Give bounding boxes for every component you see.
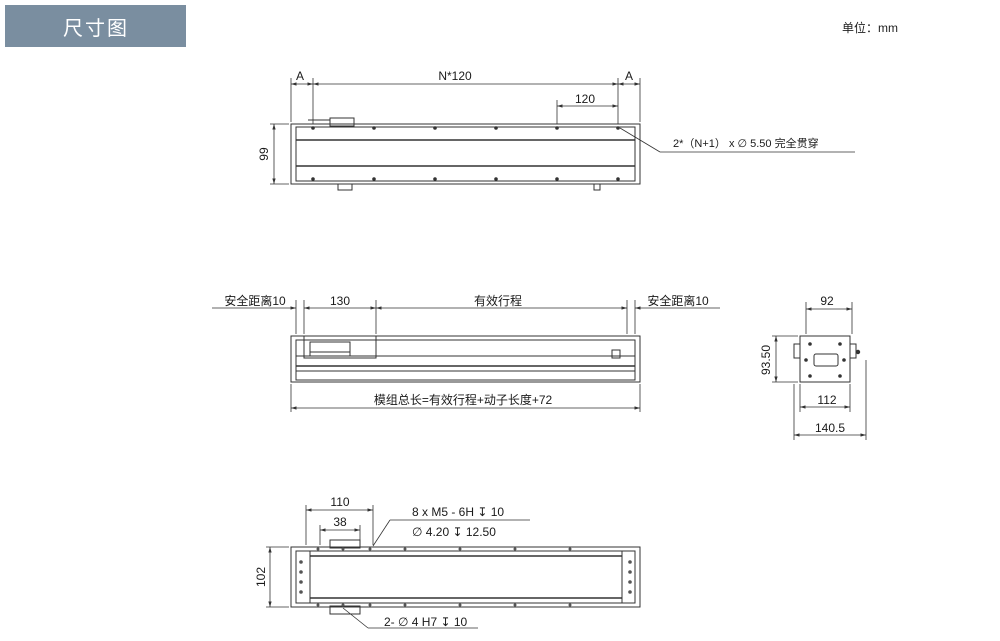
dim-102: 102 <box>254 567 268 587</box>
bottom-view-body <box>290 546 641 608</box>
side-view <box>212 300 720 412</box>
dim-a-right: A <box>625 69 633 83</box>
end-view-body <box>799 335 851 383</box>
bore-callout: ∅ 4.20 ↧ 12.50 <box>412 525 496 539</box>
dim-height-99: 99 <box>257 147 271 161</box>
end-view <box>772 302 867 440</box>
side-view-carriage <box>303 335 377 359</box>
top-view-holes <box>311 126 620 181</box>
safe-distance-left: 安全距离10 <box>224 293 286 308</box>
dim-110: 110 <box>330 495 349 509</box>
hole-callout: 2*（N+1） x ∅ 5.50 完全贯穿 <box>673 136 819 150</box>
total-length-formula: 模组总长=有效行程+动子长度+72 <box>374 392 553 407</box>
top-view-inner <box>295 126 636 182</box>
top-view-body <box>290 123 641 185</box>
dim-130: 130 <box>330 294 350 308</box>
unit-label: 单位：mm <box>842 21 898 35</box>
dim-93-50: 93.50 <box>759 345 773 375</box>
section-title: 尺寸图 <box>63 17 129 40</box>
side-view-body <box>290 335 641 383</box>
dim-140-5: 140.5 <box>815 421 845 435</box>
section-title-banner: 尺寸图 <box>5 5 186 47</box>
dim-pitch: N*120 <box>438 69 472 83</box>
end-view-slot <box>813 353 839 367</box>
dim-a-left: A <box>296 69 304 83</box>
safe-distance-right: 安全距离10 <box>647 293 709 308</box>
dim-120: 120 <box>575 92 595 106</box>
dim-92: 92 <box>820 294 834 308</box>
dim-38: 38 <box>333 515 347 529</box>
top-view-bracket <box>329 117 355 127</box>
pin-callout: 2- ∅ 4 H7 ↧ 10 <box>384 615 468 629</box>
dim-112: 112 <box>817 393 836 407</box>
bottom-view-holes <box>299 547 632 607</box>
thread-callout: 8 x M5 - 6H ↧ 10 <box>412 505 504 519</box>
bottom-view <box>266 505 641 629</box>
effective-stroke: 有效行程 <box>474 293 522 308</box>
top-view <box>270 78 855 191</box>
